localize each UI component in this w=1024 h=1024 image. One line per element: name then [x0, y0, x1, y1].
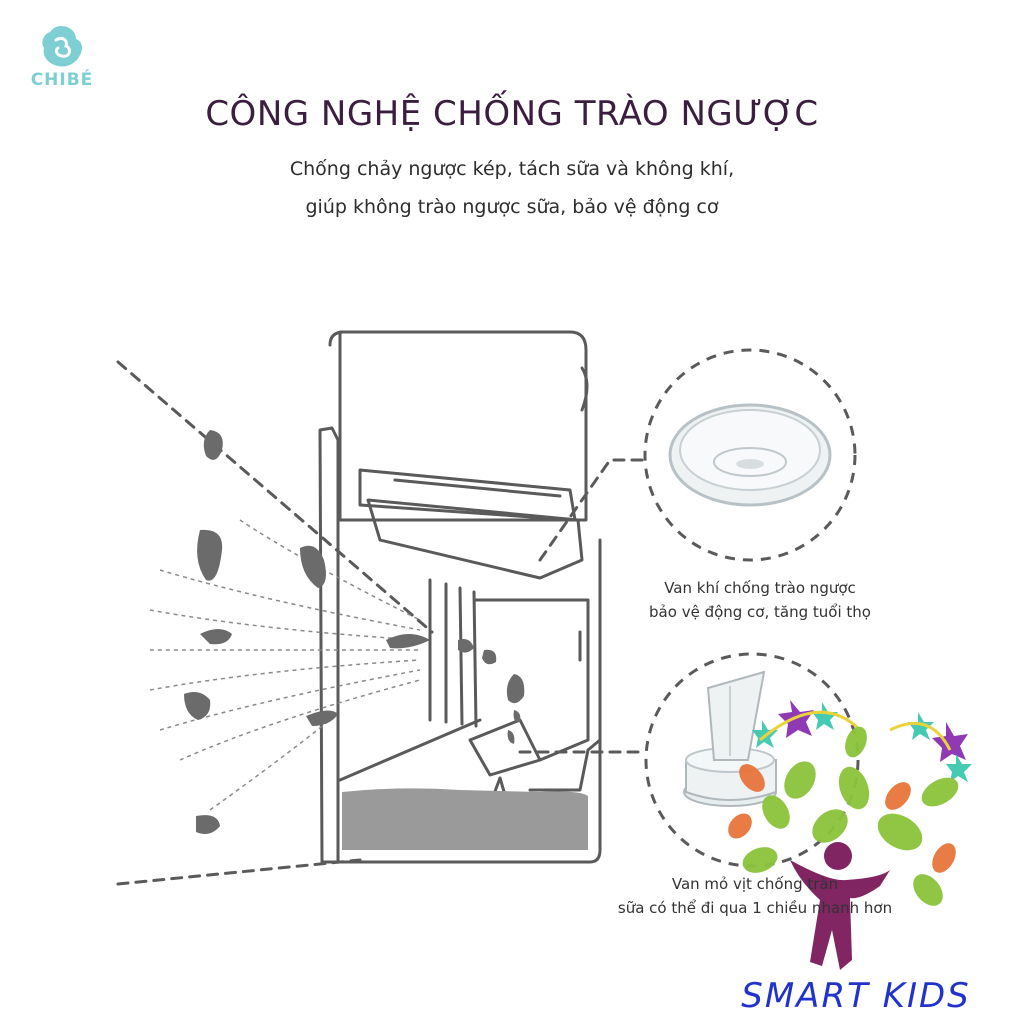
- milk-bottle: [328, 538, 602, 864]
- milk-level: [342, 788, 588, 850]
- air-valve-caption: Van khí chống trào ngược bảo vệ động cơ,…: [600, 576, 920, 624]
- duckbill-valve-caption: Van mỏ vịt chống tràn sữa có thể đi qua …: [590, 872, 920, 920]
- brand-logo: CHIBÉ: [22, 20, 112, 100]
- logo-text: CHIBÉ: [30, 70, 94, 90]
- air-valve-caption-line-1: Van khí chống trào ngược: [664, 579, 856, 597]
- air-valve-caption-line-2: bảo vệ động cơ, tăng tuổi thọ: [649, 603, 871, 621]
- chibe-logo-icon: [42, 26, 83, 67]
- page-title: CÔNG NGHỆ CHỐNG TRÀO NGƯỢC: [205, 94, 819, 134]
- smart-kids-watermark: SMART KIDS: [741, 976, 971, 1016]
- air-valve-icon: [668, 403, 832, 507]
- milk-droplets: [184, 430, 525, 834]
- subtitle-line-1: Chống chảy ngược kép, tách sữa và không …: [289, 158, 735, 180]
- callout-circle-air-valve: [643, 348, 857, 562]
- duckbill-valve-caption-line-2: sữa có thể đi qua 1 chiều nhanh hơn: [617, 899, 893, 917]
- pump-back-rail: [318, 426, 340, 864]
- subtitle-line-2: giúp không trào ngược sữa, bảo vệ động c…: [305, 196, 719, 218]
- duckbill-valve-caption-line-1: Van mỏ vịt chống tràn: [671, 875, 839, 893]
- pump-motor-housing: [338, 330, 588, 522]
- smart-kids-logo: [728, 700, 972, 970]
